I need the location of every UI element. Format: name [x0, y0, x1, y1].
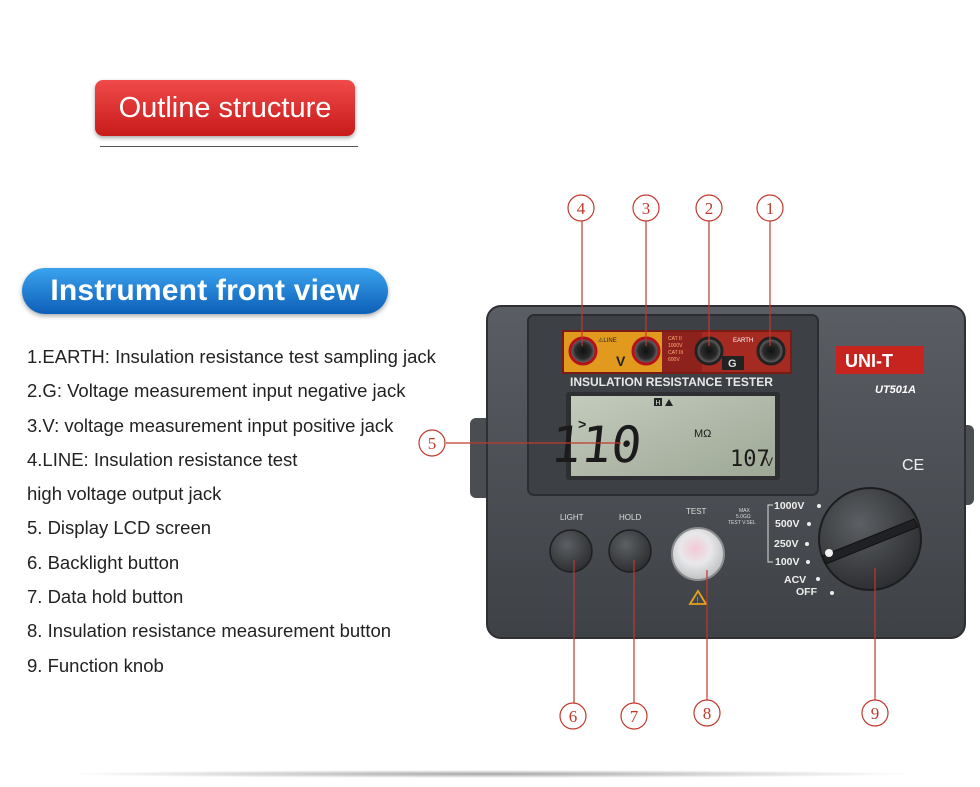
- hold-button: [608, 529, 652, 573]
- knob-dot: [830, 591, 834, 595]
- knob-dot: [817, 504, 821, 508]
- warning-triangle-icon: [688, 589, 708, 605]
- max-text: MAX: [739, 508, 751, 514]
- knob-grip: [821, 518, 919, 565]
- legend-item: 5. Display LCD screen: [27, 517, 212, 539]
- warning-exclamation: !: [697, 596, 699, 605]
- knob-position: 1000V: [774, 500, 804, 512]
- legend-item: 2.G: Voltage measurement input negative …: [27, 380, 406, 402]
- legend-item: 8. Insulation resistance measurement but…: [27, 620, 392, 642]
- lcd-screen: [571, 396, 775, 476]
- v-label: V: [616, 353, 626, 369]
- knob-position: 500V: [775, 518, 800, 530]
- legend-item: 3.V: voltage measurement input positive …: [27, 414, 394, 436]
- test-button-label: TEST: [686, 507, 707, 516]
- max-text: 5.0GΩ: [736, 514, 751, 520]
- callout-circle: [418, 429, 446, 457]
- lcd-secondary-reading: 107: [730, 447, 770, 472]
- line-label: ⚠LINE: [598, 337, 617, 344]
- callout-number: 4: [577, 199, 586, 218]
- panel-title: INSULATION RESISTANCE TESTER: [570, 375, 773, 389]
- lcd-main-reading: 110: [548, 415, 644, 474]
- knob-dot: [806, 560, 810, 564]
- callout-number: 5: [428, 434, 437, 453]
- callout-number: 1: [766, 199, 775, 218]
- callout-circle: [559, 702, 587, 730]
- cat-text: 600V: [668, 357, 680, 363]
- knob-dot: [805, 542, 809, 546]
- lcd-arrow: >: [578, 418, 586, 434]
- heading-underline: [100, 146, 358, 147]
- callout-circle: [620, 702, 648, 730]
- lcd-unit: MΩ: [694, 428, 711, 440]
- callout-number: 2: [705, 199, 714, 218]
- callout-circle: [632, 194, 660, 222]
- callout-circle: [693, 699, 721, 727]
- knob-pointer-dot: [825, 549, 833, 557]
- g-label: G: [728, 358, 737, 370]
- model-number: UT501A: [875, 384, 916, 396]
- legend-item: high voltage output jack: [27, 483, 222, 505]
- callout-number: 3: [642, 199, 651, 218]
- floor-shadow: [60, 770, 920, 778]
- cat-text: 1000V: [668, 343, 683, 349]
- knob-dot: [816, 577, 820, 581]
- earth-label: EARTH: [733, 338, 753, 344]
- callout-number: 9: [871, 704, 880, 723]
- callout-number: 8: [703, 704, 712, 723]
- legend-item: 9. Function knob: [27, 654, 164, 676]
- knob-position: 100V: [775, 556, 800, 568]
- callout-circle: [756, 194, 784, 222]
- brand-badge: [836, 346, 924, 374]
- knob-dot: [807, 522, 811, 526]
- lcd-warning-icon: [665, 399, 673, 406]
- g-label-plate: [722, 356, 744, 370]
- line-jack: [568, 336, 598, 366]
- earth-jack: [756, 336, 786, 366]
- max-text: TEST V.SEL: [728, 520, 756, 526]
- hold-button-label: HOLD: [619, 513, 641, 522]
- callout-circle: [861, 699, 889, 727]
- lcd-secondary-unit: V: [765, 455, 773, 469]
- knob-bracket: [767, 504, 773, 563]
- outline-structure-heading: Outline structure: [95, 80, 355, 136]
- legend-item: 7. Data hold button: [27, 586, 184, 608]
- light-button: [549, 529, 593, 573]
- callout-number: 6: [569, 707, 578, 726]
- legend-item: 4.LINE: Insulation resistance test: [27, 448, 298, 470]
- knob-position: ACV: [784, 574, 806, 586]
- test-button: [671, 527, 725, 581]
- knob-position: 250V: [774, 538, 799, 550]
- callout-circle: [567, 194, 595, 222]
- instrument-front-view-heading: Instrument front view: [22, 268, 388, 314]
- light-button-label: LIGHT: [560, 513, 584, 522]
- legend-item: 6. Backlight button: [27, 551, 180, 573]
- cat-text: CAT III: [668, 350, 683, 356]
- lcd-hold-flag: H: [656, 400, 661, 407]
- ce-mark: CE: [902, 457, 924, 474]
- knob-position: OFF: [796, 586, 818, 598]
- legend-item: 1.EARTH: Insulation resistance test samp…: [27, 346, 436, 367]
- callout-circle: [695, 194, 723, 222]
- lcd-hold-flag-box: [654, 398, 662, 406]
- brand-logo: UNI-T: [845, 351, 893, 371]
- callout-number: 7: [630, 707, 639, 726]
- legend-list: 1.EARTH: Insulation resistance test samp…: [27, 340, 436, 683]
- cat-text: CAT II: [668, 336, 682, 342]
